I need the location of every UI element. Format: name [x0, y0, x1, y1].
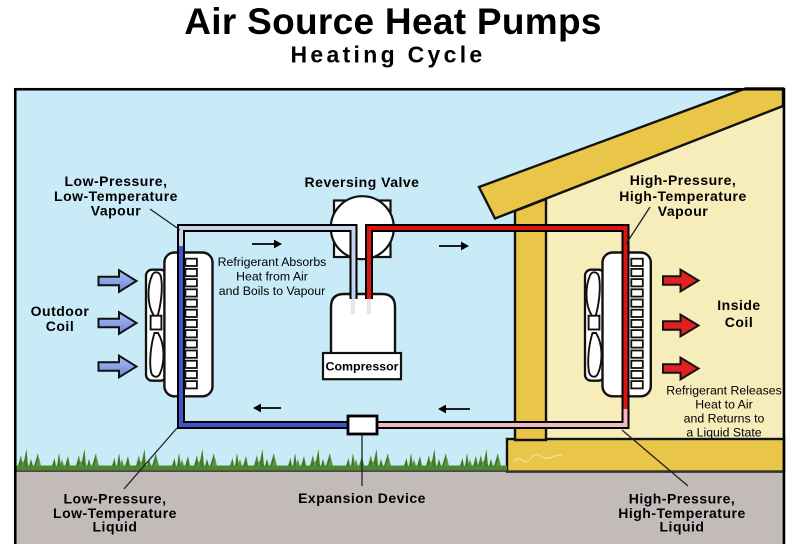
svg-text:Expansion Device: Expansion Device	[298, 490, 426, 506]
svg-text:Coil: Coil	[725, 314, 753, 330]
svg-text:Inside: Inside	[717, 297, 760, 313]
svg-text:and Boils to Vapour: and Boils to Vapour	[219, 284, 325, 298]
svg-text:Low-Temperature: Low-Temperature	[53, 505, 177, 521]
svg-text:Vapour: Vapour	[658, 203, 709, 219]
svg-text:Low-Pressure,: Low-Pressure,	[64, 491, 167, 507]
svg-text:Air Source Heat Pumps: Air Source Heat Pumps	[184, 1, 602, 42]
svg-text:Coil: Coil	[46, 318, 74, 334]
svg-text:High-Pressure,: High-Pressure,	[629, 491, 736, 507]
svg-text:Low-Pressure,: Low-Pressure,	[65, 173, 168, 189]
svg-text:Liquid: Liquid	[93, 519, 138, 535]
svg-text:High-Temperature: High-Temperature	[619, 188, 747, 204]
svg-text:Vapour: Vapour	[91, 203, 142, 219]
svg-text:Refrigerant Absorbs: Refrigerant Absorbs	[218, 255, 327, 269]
svg-text:Outdoor: Outdoor	[31, 303, 90, 319]
svg-text:Heat from Air: Heat from Air	[236, 270, 308, 284]
svg-text:Liquid: Liquid	[660, 519, 705, 535]
svg-text:Reversing Valve: Reversing Valve	[305, 174, 420, 190]
svg-text:a Liquid State: a Liquid State	[686, 426, 761, 440]
svg-text:High-Temperature: High-Temperature	[618, 505, 746, 521]
svg-text:Compressor: Compressor	[326, 359, 399, 373]
svg-text:Refrigerant Releases: Refrigerant Releases	[666, 384, 782, 398]
svg-text:Heating Cycle: Heating Cycle	[290, 42, 485, 68]
svg-text:and Returns to: and Returns to	[684, 412, 765, 426]
svg-text:Heat to Air: Heat to Air	[695, 398, 752, 412]
svg-text:High-Pressure,: High-Pressure,	[630, 172, 737, 188]
svg-text:Low-Temperature: Low-Temperature	[54, 188, 178, 204]
